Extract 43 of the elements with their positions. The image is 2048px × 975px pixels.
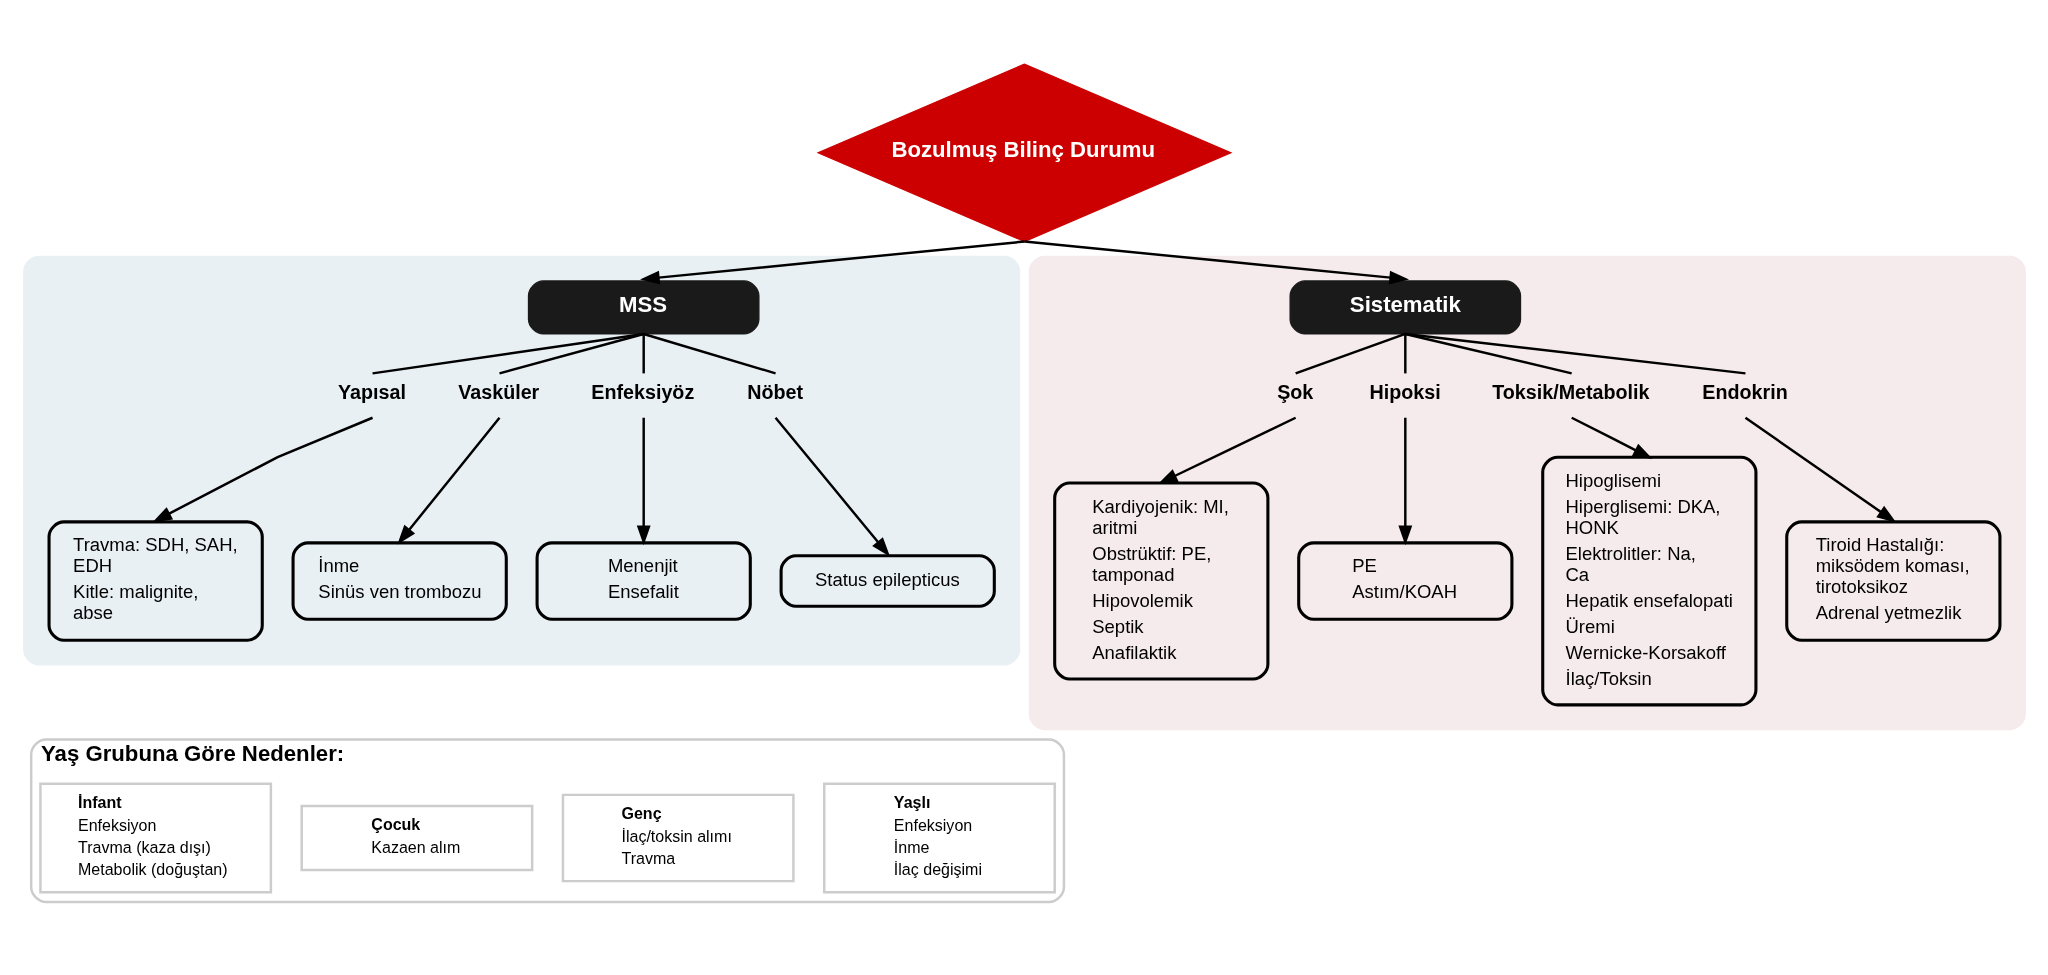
connector — [498, 332, 644, 375]
connector — [1404, 332, 1746, 375]
connector — [371, 332, 644, 375]
node-text: Enfeksiyöz — [590, 380, 694, 403]
node-text: Toksik/Metabolik — [1491, 380, 1650, 403]
node-box: MSS — [527, 279, 760, 335]
node-box: Travma: SDH, SAH, EDH Kitle: malignite, abse — [47, 519, 264, 642]
node-box: Status epilepticus — [779, 553, 996, 608]
node-text: Yapısal — [337, 380, 406, 403]
node-text: Şok — [1276, 380, 1313, 403]
arrow — [396, 416, 500, 544]
node-box: Yaşlı Enfeksiyon İnme İlaç değişimi — [822, 782, 1056, 893]
node-box: Hipoglisemi Hiperglisemi: DKA, HONK Elektrolitler: Na, Ca Hepatik ensefalopati Üremi Wernicke-Korsakoff İlaç/Toksin — [1540, 455, 1757, 706]
node-box: Kardiyojenik: MI, aritmi Obstrüktif: PE, tamponad Hipovolemik Septik Anafilaktik — [1052, 481, 1269, 681]
connector — [641, 333, 645, 373]
arrow — [151, 416, 373, 522]
arrow — [774, 416, 890, 557]
cluster — [1028, 255, 2026, 730]
arrow — [1397, 417, 1412, 545]
arrow — [639, 239, 1025, 284]
node-box: Genç İlaç/toksin alımı Travma — [561, 793, 795, 882]
node-box: İnme Sinüs ven trombozu — [291, 540, 508, 621]
arrow — [1744, 416, 1896, 523]
arrow — [636, 417, 651, 545]
node-text: Nöbet — [746, 380, 803, 403]
node-text: Vasküler — [457, 380, 539, 403]
connector — [642, 332, 776, 375]
node-box: İnfant Enfeksiyon Travma (kaza dışı) Metabolik (doğuştan) — [38, 782, 272, 893]
connector — [1403, 333, 1407, 373]
connector — [1404, 332, 1572, 375]
node-diamond: Bozulmuş Bilinç Durumu — [816, 62, 1232, 242]
node-box: Menenjit Ensefalit — [535, 540, 752, 621]
node-box: Çocuk Kazaen alım — [299, 804, 533, 871]
node-box: Tiroid Hastalığı: miksödem koması, tirotoksikoz Adrenal yetmezlik — [1784, 519, 2001, 642]
node-box: PE Astım/KOAH — [1296, 540, 1513, 621]
cluster — [22, 255, 1020, 665]
connector — [1294, 332, 1406, 375]
node-text: Hipoksi — [1369, 380, 1441, 403]
arrow — [1570, 416, 1653, 459]
arrow — [1023, 239, 1409, 284]
arrow — [1157, 416, 1296, 484]
node-text: Endokrin — [1701, 380, 1788, 403]
node-box: Sistematik — [1288, 279, 1521, 335]
